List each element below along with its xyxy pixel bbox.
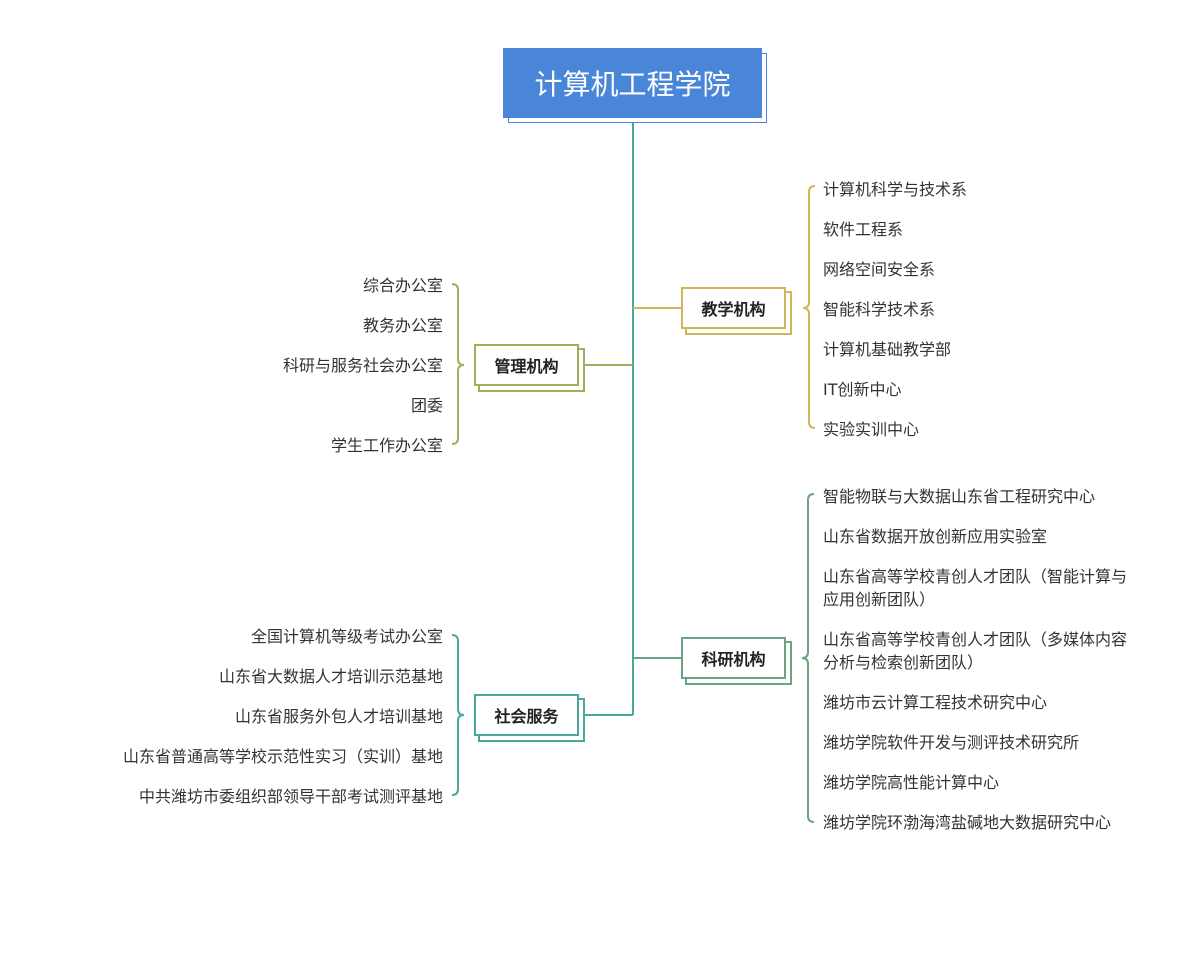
jiaoxue-item[interactable]: 计算机基础教学部 [823, 340, 952, 359]
keyan-item[interactable]: 潍坊市云计算工程技术研究中心 [823, 693, 1048, 712]
brace-shehui [451, 634, 465, 796]
guanli-item[interactable]: 团委 [410, 396, 443, 415]
guanli-item[interactable]: 科研与服务社会办公室 [282, 356, 443, 375]
root-node[interactable]: 计算机工程学院 [503, 48, 762, 118]
shehui-item[interactable]: 山东省大数据人才培训示范基地 [218, 667, 443, 686]
shehui-item[interactable]: 中共潍坊市委组织部领导干部考试测评基地 [138, 787, 443, 806]
jiaoxue-item[interactable]: 计算机科学与技术系 [823, 180, 968, 199]
keyan-item[interactable]: 山东省数据开放创新应用实验室 [823, 527, 1048, 546]
shehui-item[interactable]: 山东省普通高等学校示范性实习（实训）基地 [122, 747, 443, 766]
jiaoxue-item[interactable]: 网络空间安全系 [823, 260, 936, 279]
shehui-item[interactable]: 全国计算机等级考试办公室 [250, 627, 443, 646]
shehui-item[interactable]: 山东省服务外包人才培训基地 [234, 707, 443, 726]
jiaoxue-item[interactable]: 软件工程系 [823, 220, 904, 239]
jiaoxue-item[interactable]: 智能科学技术系 [823, 300, 936, 319]
keyan-item[interactable]: 智能物联与大数据山东省工程研究中心 [823, 487, 1096, 506]
keyan-item[interactable]: 山东省高等学校青创人才团队（智能计算与应用创新团队） [823, 567, 1128, 609]
keyan-item[interactable]: 潍坊学院软件开发与测评技术研究所 [823, 733, 1080, 752]
branch-shehui[interactable]: 社会服务 [474, 694, 579, 736]
keyan-item[interactable]: 潍坊学院高性能计算中心 [823, 773, 1000, 792]
branch-guanli[interactable]: 管理机构 [474, 344, 579, 386]
guanli-item[interactable]: 综合办公室 [362, 276, 443, 295]
brace-keyan [801, 493, 815, 823]
jiaoxue-item[interactable]: 实验实训中心 [823, 420, 920, 439]
branch-keyan[interactable]: 科研机构 [681, 637, 786, 679]
guanli-item[interactable]: 教务办公室 [362, 316, 443, 335]
brace-guanli [451, 283, 465, 445]
brace-jiaoxue [802, 185, 816, 429]
branch-jiaoxue[interactable]: 教学机构 [681, 287, 786, 329]
keyan-item[interactable]: 山东省高等学校青创人才团队（多媒体内容分析与检索创新团队） [823, 630, 1128, 672]
keyan-item[interactable]: 潍坊学院环渤海湾盐碱地大数据研究中心 [823, 813, 1112, 832]
guanli-item[interactable]: 学生工作办公室 [330, 436, 443, 455]
jiaoxue-item[interactable]: IT创新中心 [823, 380, 902, 399]
